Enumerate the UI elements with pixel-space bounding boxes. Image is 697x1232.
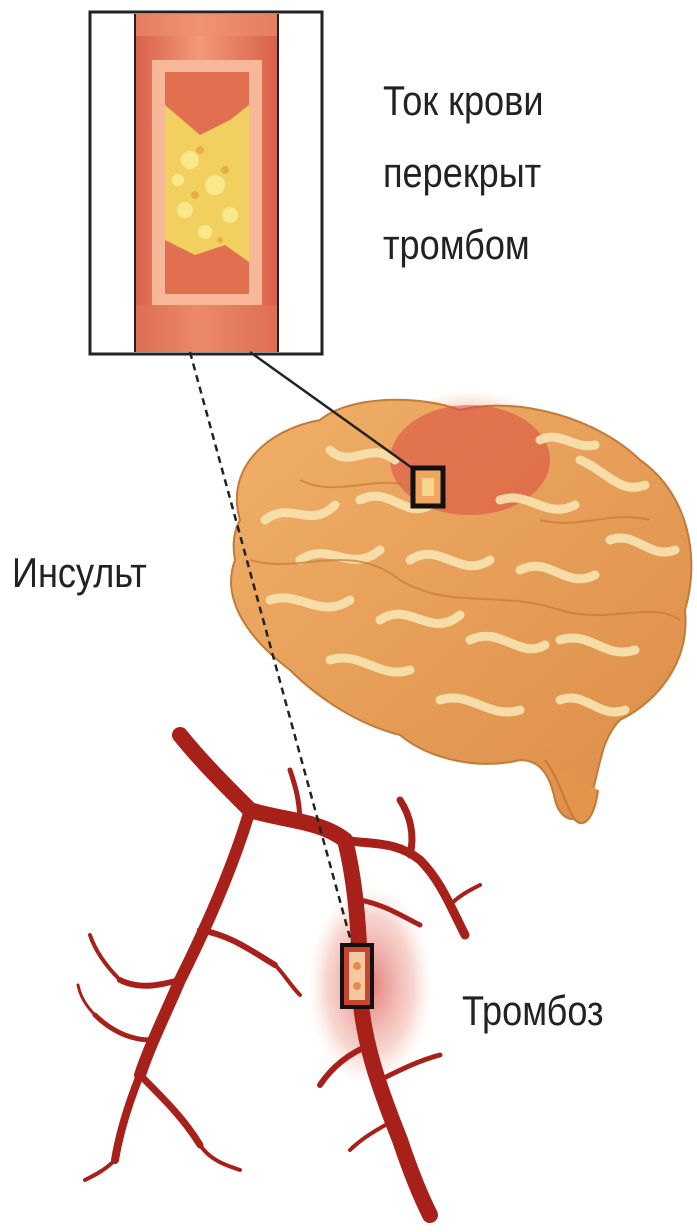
thrombus-marker-box: [342, 945, 372, 1007]
stroke-label: Инсульт: [12, 552, 147, 594]
blocked-vessel-icon: [90, 12, 322, 354]
blood-flow-label-line-1: Ток крови: [383, 80, 544, 122]
blood-flow-label-line-2: перекрыт: [383, 152, 541, 194]
thrombosis-label: Тромбоз: [462, 990, 604, 1032]
blood-flow-label-line-3: тромбом: [383, 224, 530, 266]
brain-marker-box: [413, 468, 443, 506]
